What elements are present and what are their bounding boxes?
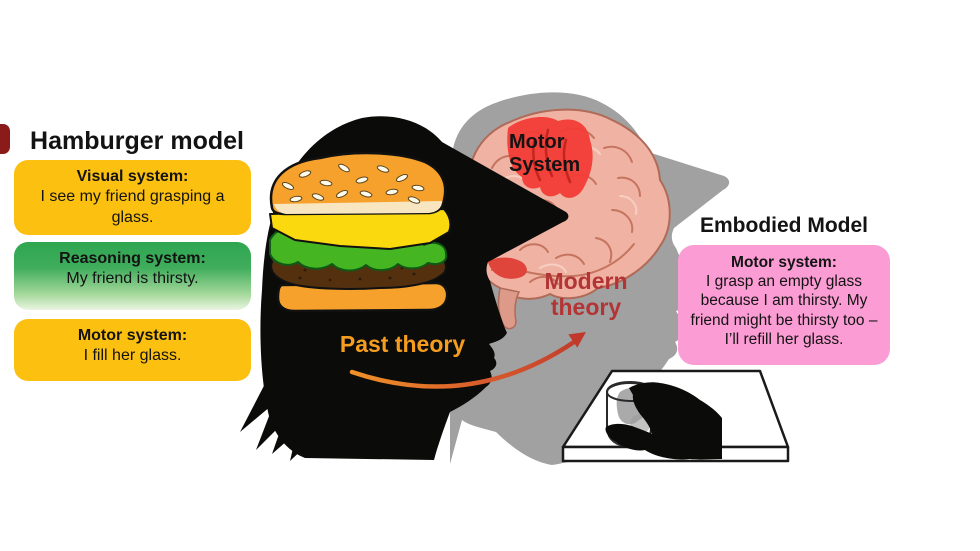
reasoning-system-body: My friend is thirsty. (66, 270, 199, 288)
embodied-motor-system-body: I grasp an empty glass because I am thir… (690, 273, 878, 348)
reasoning-system-box: Reasoning system: My friend is thirsty. (14, 242, 251, 310)
brain-motor-system-label: Motor System (509, 131, 619, 177)
bottom-bun (276, 281, 449, 313)
visual-system-body: I see my friend grasping a glass. (40, 188, 225, 226)
motor-cortex-highlight (507, 117, 593, 198)
cheese-slice (269, 208, 452, 250)
modern-theory-line1: Modern (544, 268, 628, 294)
grasping-hand-silhouette (605, 382, 722, 460)
motor-system-box: Motor system: I fill her glass. (14, 319, 251, 381)
past-theory-label: Past theory (339, 331, 466, 357)
arrowhead (568, 332, 586, 348)
cerebellum-highlight (488, 257, 527, 279)
motor-system-title: Motor system: (77, 327, 188, 344)
modern-theory-label: Modern theory (530, 268, 642, 321)
reasoning-system-title: Reasoning system: (59, 250, 206, 267)
embodied-motor-system-box: Motor system: I grasp an empty glass bec… (678, 245, 890, 365)
modern-theory-line2: theory (550, 293, 622, 320)
hamburger-model-heading: Hamburger model (30, 127, 244, 155)
sesame-seeds (281, 163, 425, 204)
top-bun-band (274, 201, 442, 214)
visual-system-title: Visual system: (76, 168, 189, 185)
hair-spikes (240, 378, 310, 461)
embodied-motor-system-title: Motor system: (731, 254, 837, 271)
slide-edge-fragment (0, 124, 10, 154)
brain-stem (497, 287, 521, 330)
motor-system-body: I fill her glass. (83, 347, 182, 365)
motor-cortex-streaks (532, 128, 572, 184)
brain-illustration (464, 108, 671, 330)
past-to-modern-arrow (349, 332, 586, 389)
visual-system-box: Visual system: I see my friend grasping … (14, 160, 251, 235)
hamburger-icon (269, 151, 452, 313)
brain-motor-system-line2: System (509, 154, 581, 176)
brain-motor-system-line1: Motor (509, 131, 565, 153)
embodied-model-heading: Embodied Model (700, 214, 868, 237)
